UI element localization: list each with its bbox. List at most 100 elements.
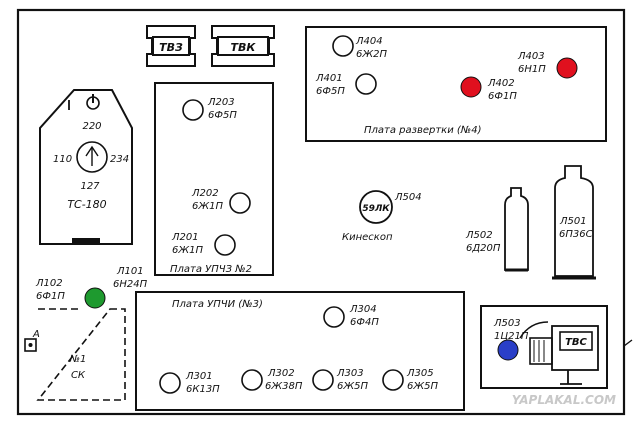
power-transformer: 220 110 234 127 ТС-180 <box>39 89 133 245</box>
l402-type: 6Ф1П <box>488 91 517 102</box>
l404-type: 6Ж2П <box>356 49 387 60</box>
upchz-board: Л203 6Ф5П Л202 6Ж1П Л201 6Ж1П Плата УПЧЗ… <box>154 82 274 276</box>
tvs-label: ТВС <box>565 337 587 348</box>
l101-type: 6Н24П <box>113 279 148 290</box>
tube-socket-l305 <box>382 369 404 391</box>
voltage-127: 127 <box>80 181 100 192</box>
tube-l502: Л502 6Д20П <box>465 187 529 272</box>
tvs-core <box>551 325 599 371</box>
l301-ref: Л301 <box>185 371 213 382</box>
l402-ref: Л402 <box>487 78 515 89</box>
voltage-selector-icon <box>76 141 108 173</box>
l503-ref: Л503 <box>493 318 521 329</box>
power-switch-icon <box>86 94 100 110</box>
tubes-l101-l102: Л102 6Ф1П Л101 6Н24П <box>35 266 148 309</box>
l503-type: 1Ц21П <box>494 331 529 342</box>
voltage-234: 234 <box>110 154 129 165</box>
tvs-label-box <box>559 331 593 351</box>
antenna-terminal-label: А <box>32 329 40 340</box>
l401-ref: Л401 <box>315 73 343 84</box>
transformer-foot <box>72 238 100 245</box>
tube-socket-l503 <box>497 339 519 361</box>
l301-type: 6К13П <box>186 384 220 395</box>
l501-ref: Л501 <box>559 216 587 227</box>
l501-bulb <box>554 165 594 277</box>
l502-type: 6Д20П <box>466 243 501 254</box>
tvz-label: ТВЗ <box>159 41 183 54</box>
l202-ref: Л202 <box>191 188 219 199</box>
tube-socket-l203 <box>182 99 204 121</box>
tube-socket-l202 <box>229 192 251 214</box>
antenna-terminal-dot <box>28 343 33 347</box>
kinescope: 59ЛК Л504 Кинескоп <box>342 190 422 243</box>
upchz-board-name: Плата УПЧЗ №2 <box>170 264 252 275</box>
sweep-board-name: Плата развертки (№4) <box>364 125 481 136</box>
tvs-wire <box>519 321 549 339</box>
l102-type: 6Ф1П <box>36 291 65 302</box>
l403-type: 6Н1П <box>518 64 546 75</box>
l304-type: 6Ф4П <box>350 317 379 328</box>
selector-outline <box>36 308 126 401</box>
transformer-outline <box>39 89 133 245</box>
tvs-block-outline <box>480 305 608 389</box>
channel-selector: А №1 СК <box>24 308 126 401</box>
l502-bulb <box>504 187 529 271</box>
l501-type: 6П36С <box>559 229 593 240</box>
l305-type: 6Ж5П <box>407 381 438 392</box>
l401-type: 6Ф5П <box>316 86 345 97</box>
tube-socket-l403 <box>556 57 578 79</box>
tvk-label-box <box>217 36 269 56</box>
l302-ref: Л302 <box>267 368 295 379</box>
selector-name: СК <box>71 370 86 381</box>
voltage-110: 110 <box>53 154 72 165</box>
l403-ref: Л403 <box>517 51 545 62</box>
tvk-transformer: ТВК <box>211 25 275 67</box>
l303-type: 6Ж5П <box>337 381 368 392</box>
l303-ref: Л303 <box>336 368 364 379</box>
kinescope-socket <box>359 190 393 224</box>
tvs-coil-left <box>529 337 553 365</box>
tube-socket-l401 <box>355 73 377 95</box>
l202-type: 6Ж1П <box>192 201 223 212</box>
l502-ref: Л502 <box>465 230 493 241</box>
tube-socket-l402 <box>460 76 482 98</box>
antenna-terminal <box>24 338 37 352</box>
l101-ref: Л101 <box>116 266 144 277</box>
transformer-name: ТС-180 <box>67 198 106 211</box>
upchz-board-outline <box>154 82 274 276</box>
upchi-board-outline <box>135 291 465 411</box>
tvk-label: ТВК <box>231 41 257 54</box>
l201-type: 6Ж1П <box>172 245 203 256</box>
tvz-label-box <box>152 36 190 56</box>
l203-ref: Л203 <box>207 97 235 108</box>
tube-socket-l102 <box>84 287 106 309</box>
tube-socket-l302 <box>241 369 263 391</box>
chassis-outline <box>16 8 626 416</box>
l305-ref: Л305 <box>406 368 434 379</box>
tube-socket-l404 <box>332 35 354 57</box>
tube-l501: Л501 6П36С <box>552 165 596 280</box>
tvs-block: Л503 1Ц21П ТВС <box>480 305 608 389</box>
kinescope-caption: Кинескоп <box>342 232 393 243</box>
l302-type: 6Ж38П <box>265 381 303 392</box>
watermark: YAPLAKAL.COM <box>512 393 616 407</box>
sweep-board: Л404 6Ж2П Л401 6Ф5П Л402 6Ф1П Л403 6Н1П … <box>305 26 607 142</box>
tube-socket-l301 <box>159 372 181 394</box>
edge-tick <box>623 339 633 347</box>
upchi-board-name: Плата УПЧИ (№3) <box>172 299 263 310</box>
tube-socket-l303 <box>312 369 334 391</box>
upchi-board: Плата УПЧИ (№3) Л304 6Ф4П Л301 6К13П Л30… <box>135 291 465 411</box>
selector-number: №1 <box>69 354 87 365</box>
sweep-board-outline <box>305 26 607 142</box>
l203-type: 6Ф5П <box>208 110 237 121</box>
l404-ref: Л404 <box>355 36 383 47</box>
voltage-220: 220 <box>82 121 101 132</box>
l201-ref: Л201 <box>171 232 199 243</box>
kinescope-ref: Л504 <box>394 192 422 203</box>
tube-socket-l304 <box>323 306 345 328</box>
kinescope-type: 59ЛК <box>362 204 390 214</box>
tvz-transformer: ТВЗ <box>146 25 196 67</box>
l304-ref: Л304 <box>349 304 377 315</box>
